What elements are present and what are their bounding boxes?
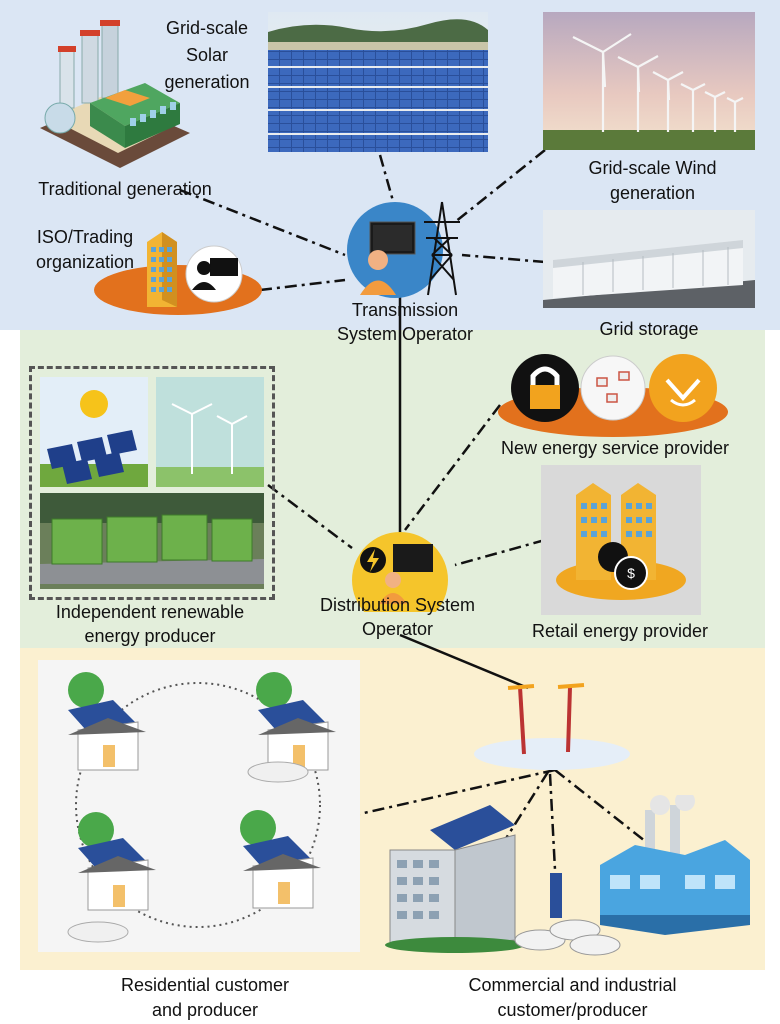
link-storage-tso bbox=[461, 253, 546, 264]
link-hub-ev bbox=[548, 773, 557, 871]
commercial-label: Commercial and industrial customer/produ… bbox=[400, 973, 745, 1023]
link-solar-tso bbox=[378, 154, 397, 209]
iso-label: ISO/Trading organization bbox=[15, 225, 155, 275]
trader-icon bbox=[192, 258, 238, 290]
handshake-wrench-icon bbox=[649, 354, 717, 422]
svg-text:$: $ bbox=[627, 565, 635, 581]
link-hub-residential bbox=[354, 768, 556, 817]
tso-label-line-1: Transmission bbox=[351, 300, 459, 320]
residential-cluster bbox=[38, 660, 360, 952]
link-wind-tso bbox=[454, 149, 546, 223]
traditional-generation-label: Traditional generation bbox=[38, 179, 212, 199]
new-service-label: New energy service provider bbox=[500, 438, 730, 458]
commercial-label-line-1: Commercial and industrial bbox=[468, 975, 677, 995]
house-4 bbox=[240, 810, 321, 909]
link-independent-dso bbox=[267, 484, 353, 549]
tso-label: Transmission System Operator bbox=[305, 298, 505, 346]
independent-producer-label: Independent renewable energy producer bbox=[10, 600, 290, 648]
wind-label-line-2: generation bbox=[609, 183, 696, 203]
link-hub-building bbox=[503, 771, 550, 841]
dso-label: Distribution System Operator bbox=[285, 593, 510, 641]
ev-charger bbox=[550, 873, 562, 918]
grid-storage-label: Grid storage bbox=[599, 319, 699, 339]
link-hub-factory bbox=[554, 769, 651, 846]
house-3 bbox=[67, 812, 156, 943]
iso-platform bbox=[94, 232, 262, 315]
network-icon bbox=[580, 355, 646, 421]
link-retail-dso bbox=[454, 538, 546, 567]
house-2 bbox=[247, 672, 336, 783]
money-icon bbox=[614, 556, 648, 590]
tower-icon bbox=[424, 201, 460, 296]
residential-label: Residential customer and producer bbox=[60, 973, 350, 1023]
independent-label-line-2: energy producer bbox=[84, 626, 216, 646]
office-building bbox=[385, 834, 525, 953]
wind-label-line-1: Grid-scale Wind bbox=[588, 158, 717, 178]
house-1 bbox=[68, 672, 146, 771]
commercial-label-line-2: customer/producer bbox=[497, 1000, 648, 1020]
person-monitor-icon bbox=[379, 544, 433, 604]
power-plant-illustration bbox=[40, 20, 190, 168]
tso-label-line-2: System Operator bbox=[336, 324, 474, 344]
link-newservice-dso bbox=[404, 404, 501, 531]
wind-farm-photo bbox=[543, 12, 755, 150]
service-provider-platform bbox=[498, 354, 728, 437]
person-monitor-icon bbox=[360, 221, 416, 295]
link-traditional-tso bbox=[179, 188, 346, 257]
office-building-icon bbox=[147, 232, 177, 307]
tso-node bbox=[347, 201, 460, 298]
independent-label-line-1: Independent renewable bbox=[55, 602, 245, 622]
iso-label-line-2: organization bbox=[35, 252, 135, 272]
solar-farm-photo bbox=[268, 12, 488, 152]
dso-node bbox=[352, 532, 448, 612]
commercial-industrial-illustration bbox=[385, 795, 750, 956]
retail-provider-label: Retail energy provider bbox=[531, 621, 709, 641]
solar-label-line-1: Grid-scale bbox=[165, 18, 249, 38]
wind-generation-label: Grid-scale Wind generation bbox=[545, 156, 760, 206]
grid-storage-photo bbox=[543, 210, 755, 308]
iso-label-line-1: ISO/Trading bbox=[36, 227, 134, 247]
link-dso-poles bbox=[399, 633, 529, 690]
solar-label-line-3: generation bbox=[164, 72, 250, 92]
lightning-icon bbox=[360, 547, 386, 573]
factory-illustration bbox=[600, 795, 750, 935]
utility-pole-icon bbox=[474, 683, 630, 770]
independent-producer-group bbox=[29, 366, 275, 600]
solar-generation-label: Grid-scale Solar generation bbox=[148, 15, 266, 96]
dso-label-line-2: Operator bbox=[361, 619, 434, 639]
parked-cars bbox=[514, 919, 621, 956]
residential-label-line-1: Residential customer bbox=[120, 975, 290, 995]
solar-label-line-2: Solar bbox=[185, 45, 229, 65]
dso-label-line-1: Distribution System bbox=[319, 595, 476, 615]
retail-provider-panel: $ bbox=[541, 465, 701, 615]
residential-label-line-2: and producer bbox=[151, 1000, 259, 1020]
link-iso-tso bbox=[259, 278, 346, 292]
